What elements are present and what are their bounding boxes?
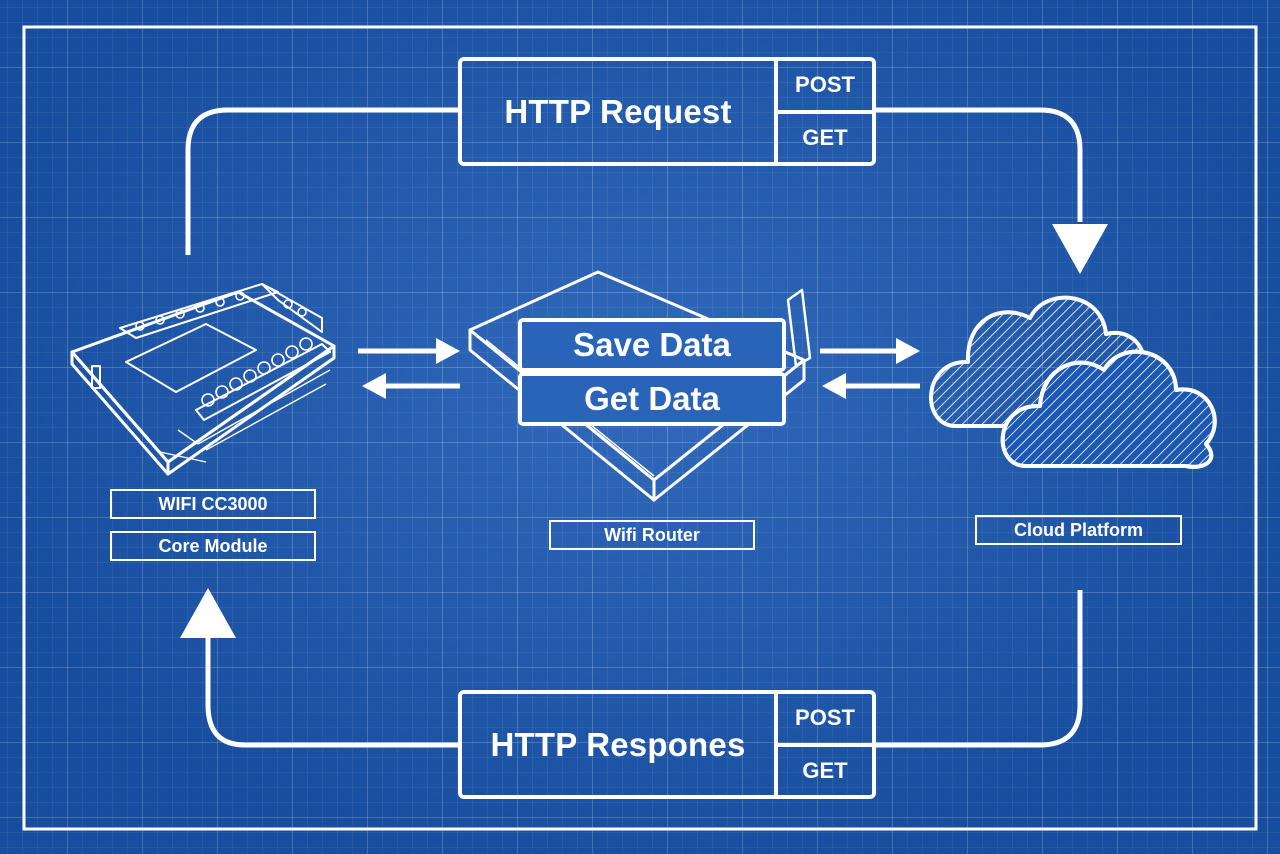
request-flow-line (185, 107, 1083, 255)
response-flow-line (205, 590, 1083, 748)
get-data-label: Get Data (518, 372, 786, 426)
cloud-icon (929, 295, 1217, 469)
http-request-title: HTTP Request (462, 61, 778, 162)
core-module-board-icon (70, 283, 336, 476)
router-label: Wifi Router (549, 520, 755, 550)
request-get-method: GET (778, 109, 872, 163)
cloud-platform-label: Cloud Platform (975, 515, 1182, 545)
router-data-actions: Save Data Get Data (518, 318, 786, 426)
save-data-label: Save Data (518, 318, 786, 372)
response-arrowhead-icon (180, 588, 236, 638)
router-cloud-arrows (820, 338, 920, 399)
module-type-label: Core Module (110, 531, 316, 561)
response-get-method: GET (778, 742, 872, 796)
outer-frame (22, 25, 1258, 831)
module-name-label: WIFI CC3000 (110, 489, 316, 519)
request-post-method: POST (795, 72, 855, 98)
request-arrowhead-icon (1052, 224, 1108, 274)
http-response-box: HTTP Respones POST GET (458, 690, 876, 799)
module-router-arrows (358, 338, 460, 399)
http-response-title: HTTP Respones (462, 694, 778, 795)
http-request-box: HTTP Request POST GET (458, 57, 876, 166)
response-post-method: POST (795, 705, 855, 731)
